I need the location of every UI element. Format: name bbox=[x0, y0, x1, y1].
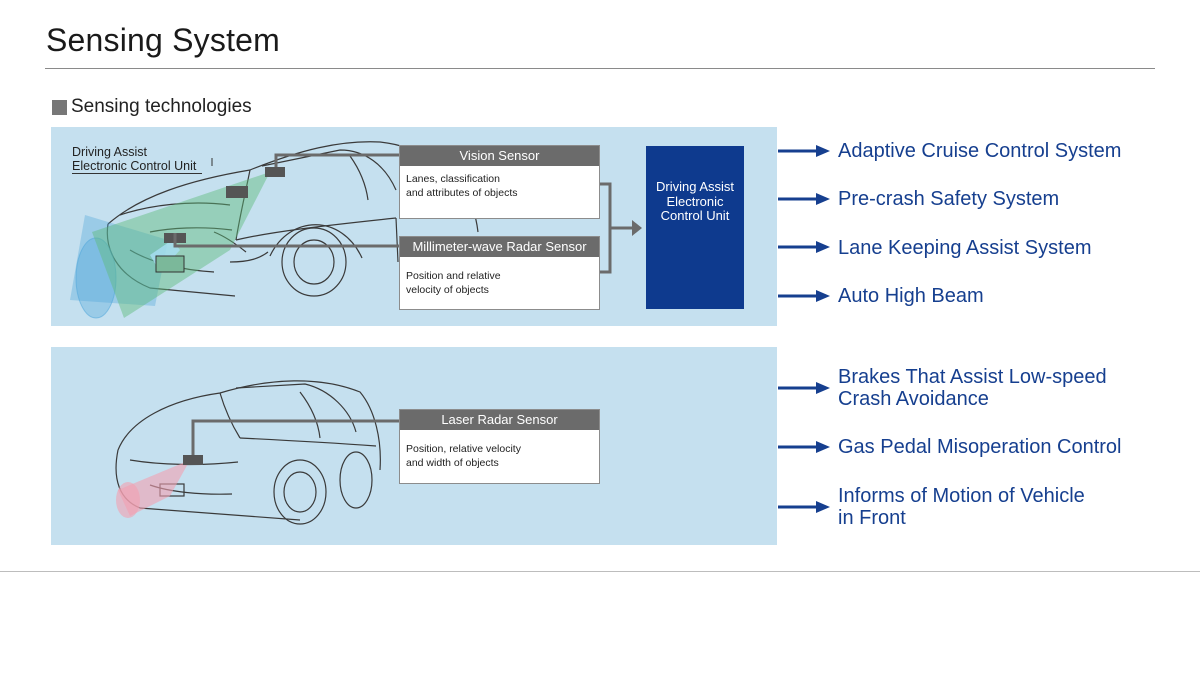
ecu-label-line3: Control Unit bbox=[660, 208, 730, 223]
title-divider bbox=[45, 68, 1155, 69]
ecu-module bbox=[226, 186, 248, 198]
section-heading-text: Sensing technologies bbox=[71, 96, 252, 117]
ecu-box-label: Driving Assist Electronic Control Unit bbox=[646, 146, 744, 224]
laser-desc-line1: Position, relative velocity bbox=[406, 443, 521, 455]
radar-desc-line2: velocity of objects bbox=[406, 284, 489, 296]
feature-vehicle-motion-line1: Informs of Motion of Vehicle bbox=[838, 485, 1085, 507]
laser-desc-line2: and width of objects bbox=[406, 457, 499, 469]
arrow-right-icon bbox=[778, 193, 830, 205]
feature-low-speed-brakes-line1: Brakes That Assist Low-speed bbox=[838, 366, 1107, 388]
laser-sensor-module bbox=[183, 455, 203, 465]
ecu-callout-label: Driving Assist Electronic Control Unit bbox=[72, 145, 203, 174]
feature-pre-crash: Pre-crash Safety System bbox=[838, 188, 1060, 210]
feature-low-speed-brakes-line2: Crash Avoidance bbox=[838, 388, 989, 410]
feature-adaptive-cruise: Adaptive Cruise Control System bbox=[838, 140, 1122, 162]
arrow-right-icon bbox=[778, 501, 830, 513]
feature-auto-high-beam: Auto High Beam bbox=[838, 285, 984, 307]
radar-sensor-title: Millimeter-wave Radar Sensor bbox=[400, 237, 599, 257]
arrow-right-icon bbox=[778, 145, 830, 157]
ecu-callout-line2: Electronic Control Unit bbox=[72, 159, 203, 174]
feature-vehicle-motion-line2: in Front bbox=[838, 507, 906, 529]
vision-sensor-description: Lanes, classification and attributes of … bbox=[400, 166, 599, 206]
ecu-label-line1: Driving Assist bbox=[655, 179, 735, 194]
page-title: Sensing System bbox=[46, 22, 281, 58]
vision-sensor-module bbox=[265, 167, 285, 177]
laser-sensor-box: Laser Radar Sensor Position, relative ve… bbox=[399, 409, 600, 484]
square-bullet-icon bbox=[52, 99, 67, 115]
arrow-right-icon bbox=[778, 382, 830, 394]
section-heading: Sensing technologies bbox=[52, 96, 252, 118]
arrow-right-icon bbox=[778, 290, 830, 302]
vision-sensor-title: Vision Sensor bbox=[400, 146, 599, 166]
footer-divider bbox=[0, 571, 1200, 572]
radar-desc-line1: Position and relative bbox=[406, 270, 501, 282]
arrow-right-icon bbox=[778, 441, 830, 453]
vision-sensor-box: Vision Sensor Lanes, classification and … bbox=[399, 145, 600, 219]
arrow-right-icon bbox=[778, 241, 830, 253]
ecu-box: Driving Assist Electronic Control Unit bbox=[646, 146, 744, 309]
radar-sensor-description: Position and relative velocity of object… bbox=[400, 257, 599, 303]
radar-sensor-box: Millimeter-wave Radar Sensor Position an… bbox=[399, 236, 600, 310]
feature-low-speed-brakes: Brakes That Assist Low-speed Crash Avoid… bbox=[838, 366, 1107, 410]
laser-sensor-title: Laser Radar Sensor bbox=[400, 410, 599, 430]
ecu-label-line2: Electronic bbox=[666, 193, 724, 209]
vision-desc-line1: Lanes, classification bbox=[406, 173, 500, 185]
vision-desc-line2: and attributes of objects bbox=[406, 187, 518, 199]
laser-sensor-description: Position, relative velocity and width of… bbox=[400, 430, 599, 476]
feature-gas-pedal-line1: Gas Pedal Misoperation Control bbox=[838, 436, 1122, 458]
feature-vehicle-motion: Informs of Motion of Vehicle in Front bbox=[838, 485, 1085, 529]
ecu-callout-line1: Driving Assist bbox=[72, 145, 148, 159]
feature-lane-keeping: Lane Keeping Assist System bbox=[838, 237, 1092, 259]
feature-gas-pedal: Gas Pedal Misoperation Control bbox=[838, 436, 1121, 458]
